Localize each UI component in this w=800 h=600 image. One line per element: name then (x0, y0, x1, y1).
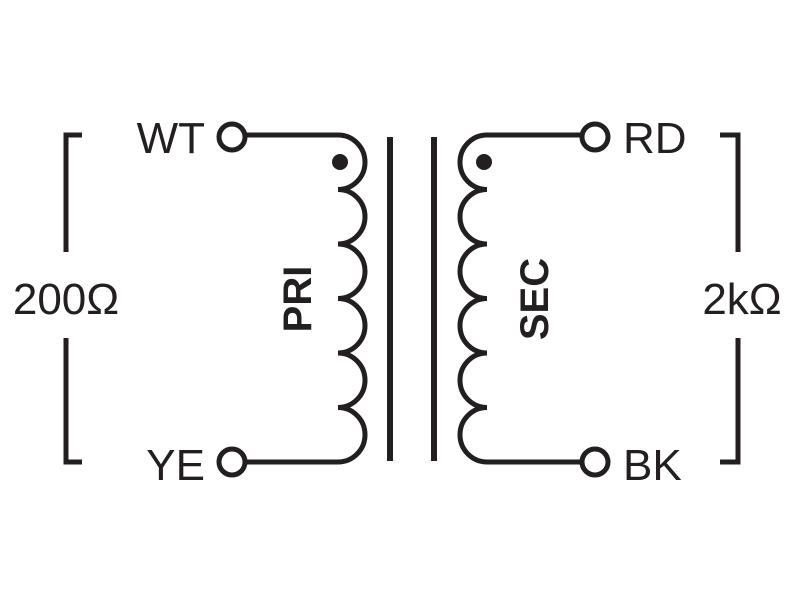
label-rd: RD (623, 114, 687, 163)
label-wt: WT (137, 114, 205, 163)
secondary-coil (457, 132, 488, 465)
primary-coil (337, 132, 368, 465)
secondary-impedance-bracket-top (720, 132, 741, 252)
terminal-rd (579, 121, 611, 153)
terminal-bk (579, 446, 611, 478)
label-ye: YE (146, 441, 205, 490)
primary-impedance-label: 200Ω (13, 275, 119, 324)
secondary-impedance-bracket-bottom (720, 338, 741, 465)
primary-impedance-bracket-bottom (63, 338, 82, 465)
secondary-polarity-dot (476, 154, 492, 170)
secondary-impedance-label: 2kΩ (702, 275, 781, 324)
terminal-wt (216, 121, 248, 153)
primary-winding-label: PRI (276, 266, 320, 333)
label-bk: BK (623, 441, 682, 490)
primary-impedance-bracket-top (63, 132, 82, 252)
secondary-winding-label: SEC (513, 258, 557, 340)
primary-polarity-dot (332, 154, 348, 170)
terminal-ye (216, 446, 248, 478)
